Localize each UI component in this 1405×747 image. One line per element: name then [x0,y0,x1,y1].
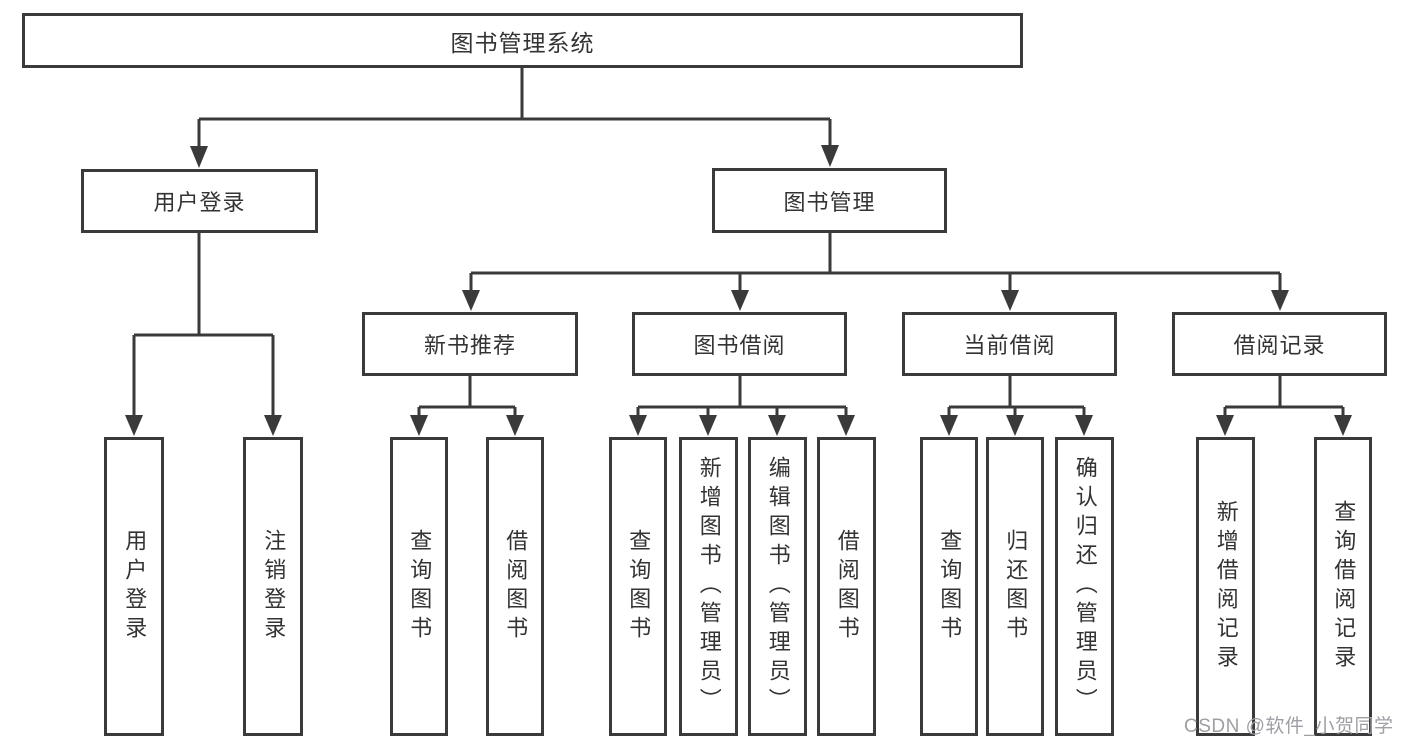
leaf-label: 查询图书 [407,528,433,645]
leaf-nb-borrow-book: 借阅图书 [486,437,544,736]
leaf-label: 编辑图书（管理员） [765,456,791,717]
leaf-user-login: 用户登录 [104,437,164,736]
leaf-cb-confirm-return-admin: 确认归还（管理员） [1055,437,1114,736]
leaf-bb-edit-book-admin: 编辑图书（管理员） [748,437,807,736]
section-label: 借阅记录 [1233,333,1326,358]
node-current-borrow: 当前借阅 [902,312,1117,376]
node-new-book-recommend: 新书推荐 [362,312,578,376]
leaf-label: 借阅图书 [834,528,860,645]
node-book-borrow: 图书借阅 [632,312,847,376]
node-book-management: 图书管理 [712,168,947,233]
section-label: 图书借阅 [693,333,786,358]
leaf-br-query-record: 查询借阅记录 [1314,437,1372,736]
leaf-label: 注销登录 [261,528,287,645]
leaf-br-add-record: 新增借阅记录 [1196,437,1255,736]
leaf-bb-query-book: 查询图书 [609,437,667,736]
node-user-login: 用户登录 [81,169,318,233]
leaf-label: 用户登录 [122,528,148,645]
leaf-cb-return-book: 归还图书 [986,437,1044,736]
leaf-nb-query-book: 查询图书 [390,437,448,736]
node-root: 图书管理系统 [22,13,1023,68]
node-user-login-label: 用户登录 [153,190,246,215]
leaf-label: 查询图书 [626,528,652,645]
node-root-label: 图书管理系统 [450,29,595,56]
section-label: 新书推荐 [423,333,516,358]
leaf-label: 归还图书 [1003,528,1029,645]
leaf-label: 查询借阅记录 [1331,499,1357,674]
node-book-management-label: 图书管理 [783,189,876,215]
section-label: 当前借阅 [963,333,1056,358]
leaf-label: 新增借阅记录 [1213,499,1239,674]
leaf-label: 查询图书 [937,528,963,645]
leaf-logout: 注销登录 [243,437,303,736]
leaf-bb-borrow-book: 借阅图书 [817,437,876,736]
leaf-bb-add-book-admin: 新增图书（管理员） [679,437,738,736]
csdn-watermark: CSDN @软件_小贺同学 [1184,716,1394,737]
node-borrow-record: 借阅记录 [1172,312,1387,376]
leaf-label: 确认归还（管理员） [1072,456,1098,717]
leaf-label: 新增图书（管理员） [696,456,722,717]
leaf-cb-query-book: 查询图书 [920,437,978,736]
leaf-label: 借阅图书 [503,528,529,645]
